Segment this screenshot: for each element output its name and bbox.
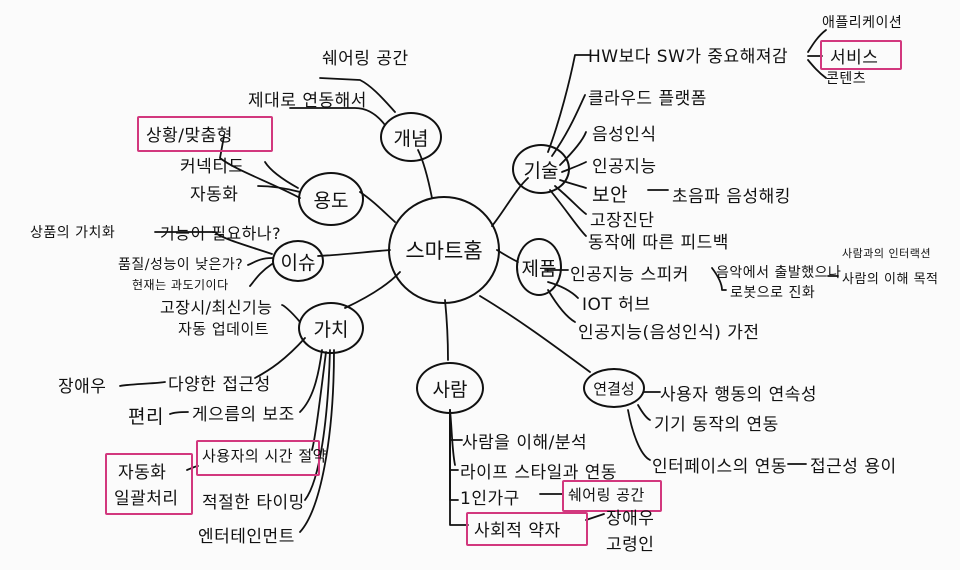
highlight-box xyxy=(137,116,273,152)
highlight-box xyxy=(105,453,193,515)
issue-item: 기능이 필요하나? xyxy=(160,224,282,243)
tech-item: 고장진단 xyxy=(590,211,655,231)
tech-item: 서비스 xyxy=(830,48,879,68)
product-item: 사람의 이해 목적 xyxy=(842,272,939,287)
link-item: 접근성 용이 xyxy=(810,457,897,477)
link-item: 인터페이스의 연동 xyxy=(652,457,788,477)
hub-value: 가치 xyxy=(298,302,364,354)
hub-concept: 개념 xyxy=(380,112,442,162)
product-item: 로봇으로 진화 xyxy=(730,285,816,301)
line-center-issue xyxy=(317,249,391,257)
issue-item: 상품의 가치화 xyxy=(30,225,116,241)
people-item: 장애우 xyxy=(606,509,655,529)
line-center-use xyxy=(359,191,396,223)
line-center-people xyxy=(444,299,449,361)
tech-item: 콘텐츠 xyxy=(826,71,867,87)
use-item: 상황/맞춤형 xyxy=(146,126,233,146)
people-item: 1인가구 xyxy=(460,489,520,509)
tech-item: 클라우드 플랫폼 xyxy=(588,89,707,109)
value-item: 고장시/최신기능 xyxy=(160,298,273,317)
center-node: 스마트홈 xyxy=(388,196,500,304)
product-item: 사람과의 인터랙션 xyxy=(842,247,931,260)
people-item: 쉐어링 공간 xyxy=(568,486,645,504)
tech-item: 동작에 따른 피드백 xyxy=(588,233,729,253)
hub-link: 연결성 xyxy=(583,368,645,408)
line-center-link xyxy=(479,295,591,373)
issue-item: 현재는 과도기이다 xyxy=(132,278,229,292)
value-item: 일괄처리 xyxy=(114,489,179,509)
people-item: 사람을 이해/분석 xyxy=(462,433,588,453)
product-item: IOT 허브 xyxy=(582,295,651,315)
hub-people: 사람 xyxy=(416,362,484,414)
value-item: 자동 업데이트 xyxy=(178,320,270,338)
line-center-value xyxy=(344,271,401,309)
product-item: 음악에서 출발했으나 xyxy=(716,265,842,281)
highlight-box xyxy=(466,512,588,546)
link-item: 사용자 행동의 연속성 xyxy=(660,385,818,405)
tech-item: 보안 xyxy=(592,184,628,206)
hub-issue: 이슈 xyxy=(272,240,324,282)
tech-item: 초음파 음성해킹 xyxy=(672,187,791,207)
hub-tech: 기술 xyxy=(512,144,570,194)
value-item: 장애우 xyxy=(58,377,107,397)
use-item: 커넥티드 xyxy=(180,157,245,177)
value-item: 사용자의 시간 절약 xyxy=(202,447,327,465)
concept-item: 쉐어링 공간 xyxy=(322,49,409,69)
line-center-product xyxy=(496,249,519,263)
link-item: 기기 동작의 연동 xyxy=(654,415,779,435)
value-item: 자동화 xyxy=(118,463,167,483)
tech-item: 인공지능 xyxy=(592,157,657,177)
use-item: 자동화 xyxy=(190,185,239,205)
people-item: 고령인 xyxy=(606,535,655,555)
highlight-box xyxy=(562,480,662,512)
highlight-box xyxy=(820,40,902,70)
highlight-box xyxy=(196,440,320,476)
concept-item: 제대로 연동해서 xyxy=(248,91,367,111)
product-item: 인공지능(음성인식) 가전 xyxy=(578,323,760,343)
product-item: 인공지능 스피커 xyxy=(570,265,689,285)
people-item: 라이프 스타일과 연동 xyxy=(460,463,618,483)
hub-product: 제품 xyxy=(516,238,562,296)
people-item: 사회적 약자 xyxy=(474,521,561,541)
value-item: 게으름의 보조 xyxy=(192,405,295,425)
issue-item: 품질/성능이 낮은가? xyxy=(118,257,244,273)
value-item: 적절한 타이밍 xyxy=(202,493,305,513)
value-item: 엔터테인먼트 xyxy=(198,527,295,547)
tech-item: 애플리케이션 xyxy=(822,15,903,31)
hub-use: 용도 xyxy=(298,172,364,226)
value-item: 편리 xyxy=(128,406,164,428)
value-item: 다양한 접근성 xyxy=(168,375,271,395)
tech-item: HW보다 SW가 중요해져감 xyxy=(588,47,789,67)
tech-item: 음성인식 xyxy=(592,125,657,145)
